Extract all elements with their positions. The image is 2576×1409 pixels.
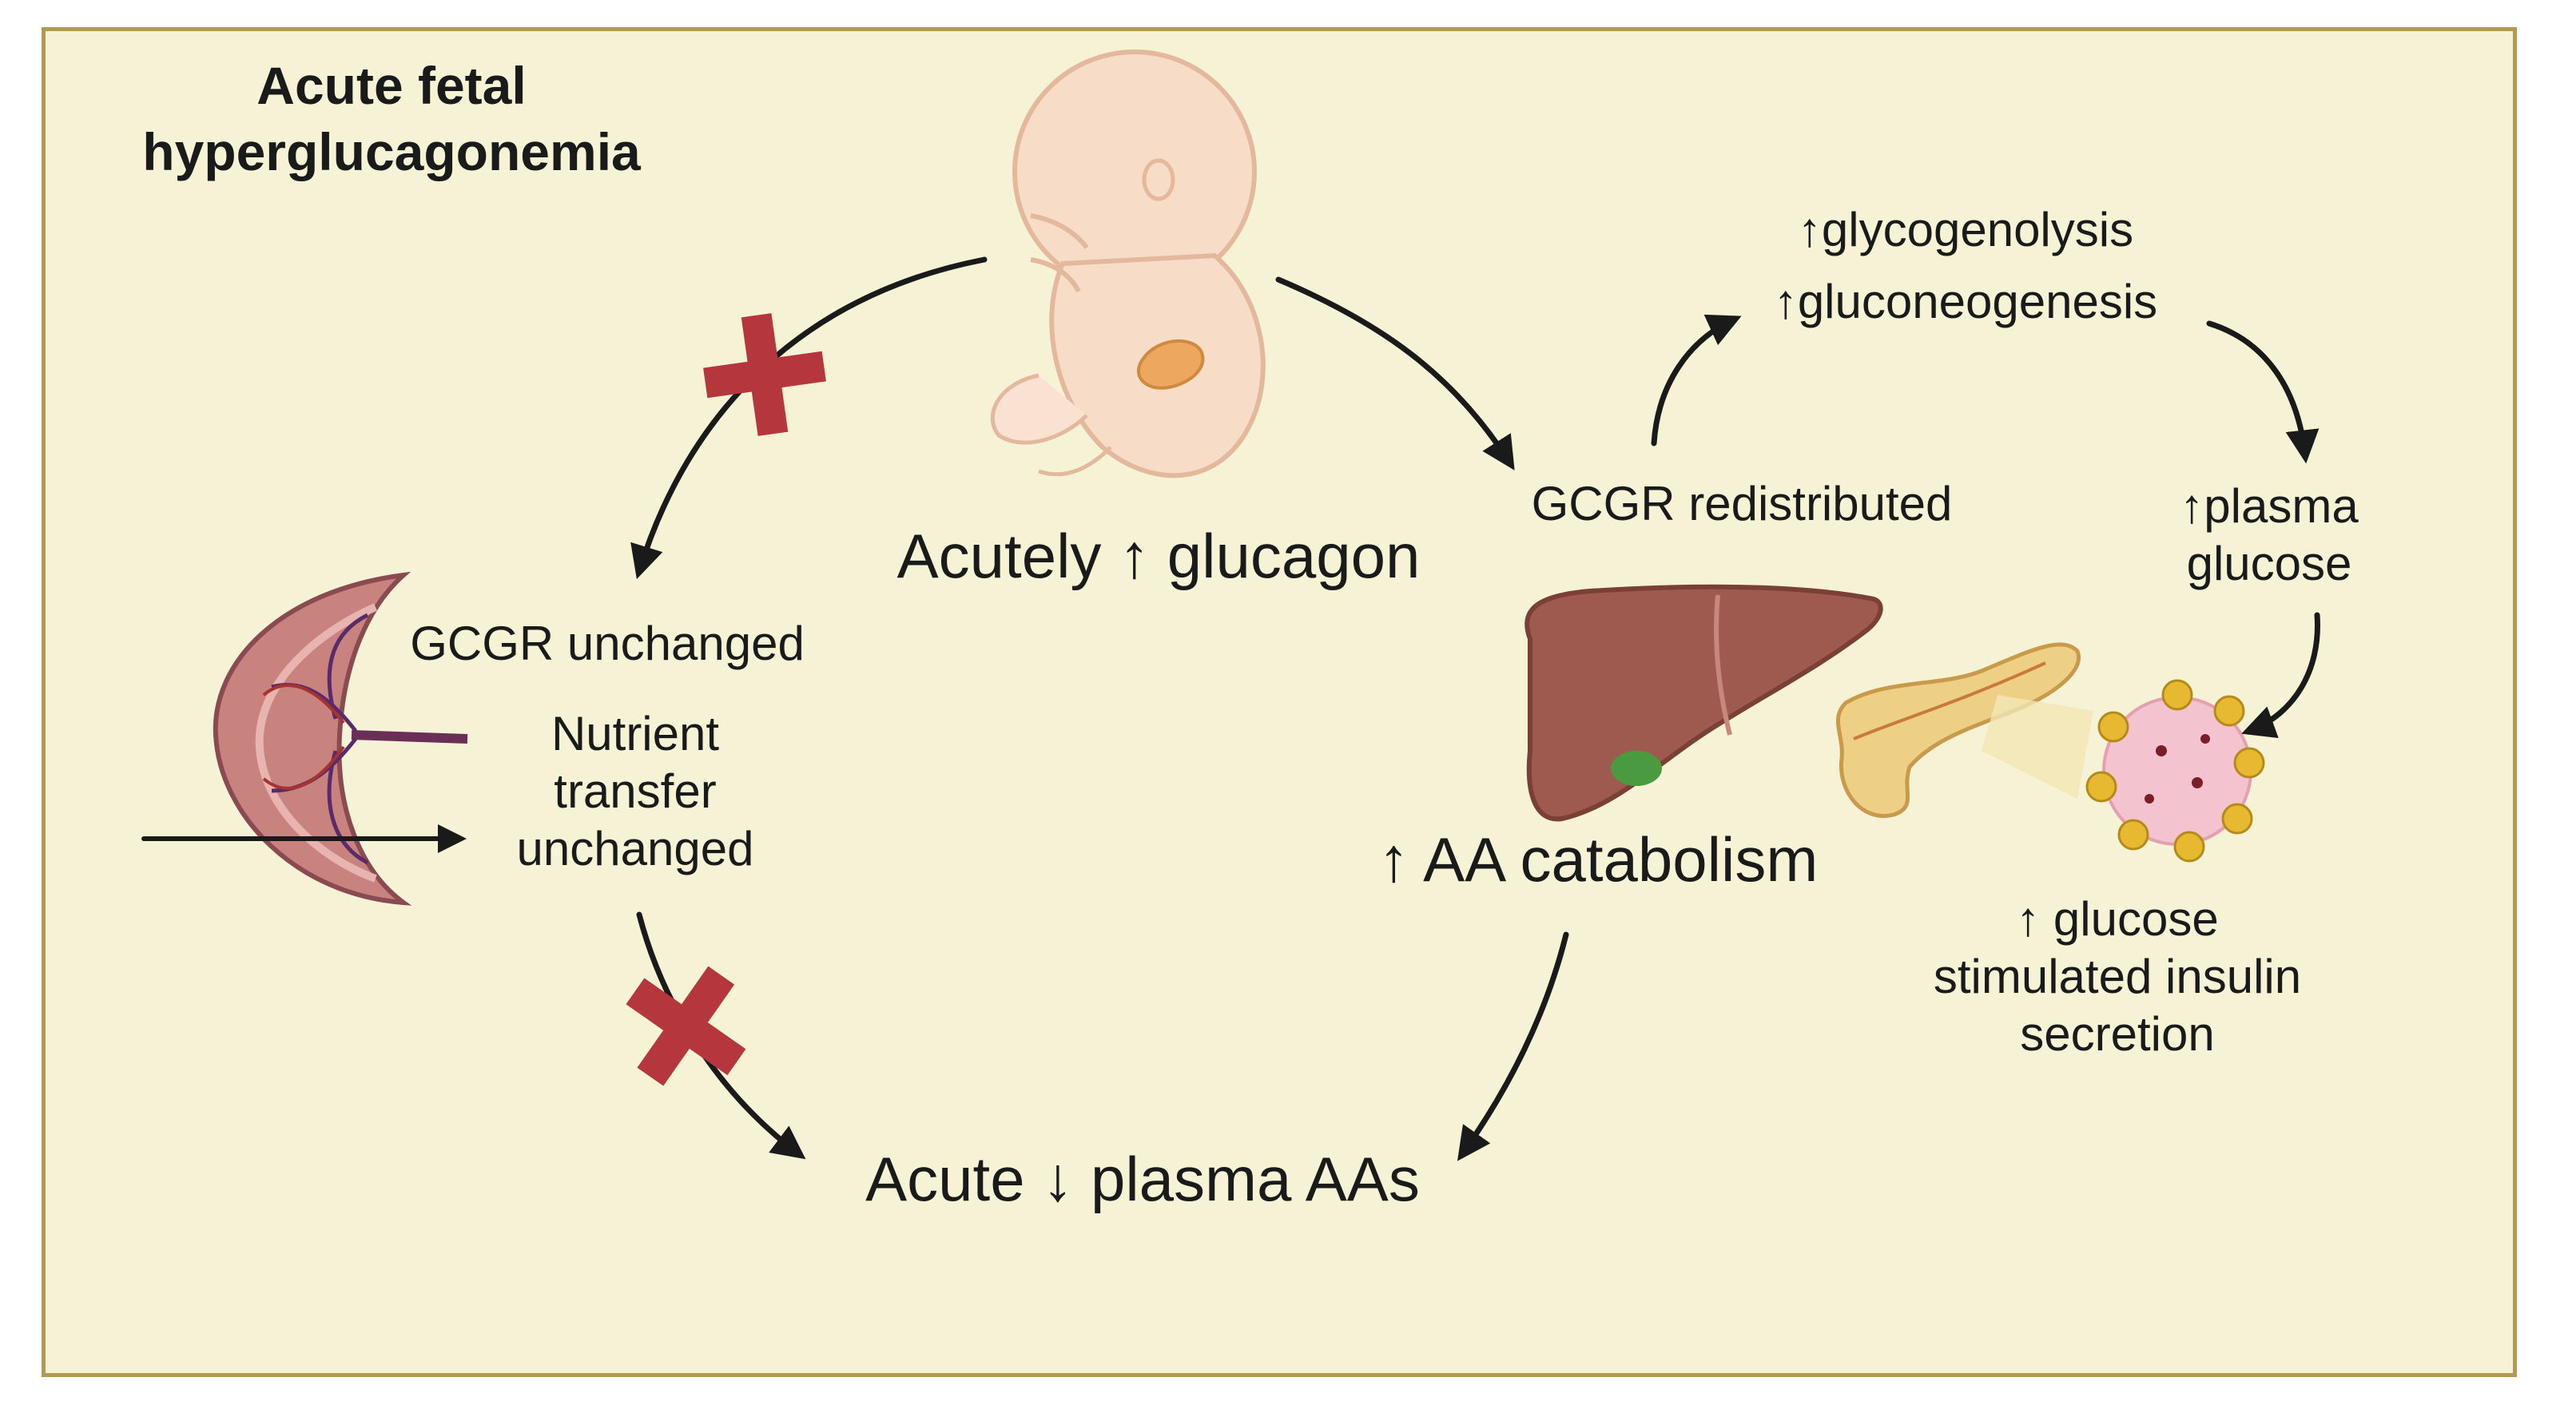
nutrient-line-1: Nutrient bbox=[551, 707, 720, 760]
fetus-glucagon-label: Acutely ↑ glucagon bbox=[879, 519, 1438, 594]
nutrient-transfer-label: Nutrient transfer unchanged bbox=[479, 705, 791, 878]
arrow-catabolism-to-aa bbox=[1457, 931, 1569, 1161]
diagram-panel bbox=[42, 27, 2517, 1377]
glycogenolysis-text: glycogenolysis bbox=[1821, 203, 2134, 256]
up-arrow-icon: ↑ bbox=[1377, 824, 1409, 895]
plasma-glucose-label: ↑plasma glucose bbox=[2141, 478, 2397, 593]
placenta-gcgr-label: GCGR unchanged bbox=[410, 617, 805, 670]
fetus-label-text: glucagon bbox=[1167, 521, 1421, 591]
placenta-illustration bbox=[213, 571, 468, 906]
nutrient-line-2: transfer bbox=[554, 764, 717, 818]
gsis-line-3: secretion bbox=[2020, 1007, 2215, 1061]
arrow-liver-to-gluconeogenesis bbox=[1651, 314, 1742, 447]
aa-catabolism-text: AA catabolism bbox=[1423, 824, 1819, 895]
aa-catabolism-label: ↑ AA catabolism bbox=[1326, 823, 1870, 898]
pancreas-illustration bbox=[1835, 642, 2093, 818]
diagram-title: Acute fetal hyperglucagonemia bbox=[136, 53, 647, 185]
up-arrow-icon: ↑ bbox=[1773, 275, 1798, 328]
plasma-glucose-line-1: plasma bbox=[2204, 479, 2359, 533]
nutrient-line-3: unchanged bbox=[516, 822, 754, 875]
title-line-1: Acute fetal bbox=[256, 56, 527, 115]
blocked-x-icon bbox=[703, 313, 826, 436]
plasma-aa-label: Acute ↓ plasma AAs bbox=[847, 1142, 1438, 1217]
gluconeogenesis-text: gluconeogenesis bbox=[1797, 275, 2158, 328]
islet-illustration bbox=[2085, 679, 2265, 863]
blocked-x-icon bbox=[626, 966, 746, 1086]
arrow-glucose-to-islet bbox=[2241, 612, 2320, 738]
plasma-aa-text: plasma AAs bbox=[1090, 1144, 1420, 1214]
up-arrow-icon: ↑ bbox=[2180, 479, 2204, 533]
gsis-line-1: glucose bbox=[2053, 892, 2219, 946]
fetus-label-prefix: Acutely bbox=[896, 521, 1102, 591]
plasma-glucose-line-2: glucose bbox=[2186, 537, 2352, 590]
gsis-line-2: stimulated insulin bbox=[1933, 950, 2302, 1003]
gluconeogenesis-label: ↑gluconeogenesis bbox=[1734, 273, 2197, 331]
gsis-label: ↑ glucose stimulated insulin secretion bbox=[1878, 891, 2357, 1063]
liver-illustration bbox=[1525, 584, 1883, 822]
up-arrow-icon: ↑ bbox=[1797, 203, 1822, 256]
glycogenolysis-label: ↑glycogenolysis bbox=[1758, 201, 2173, 259]
arrow-to-plasma-glucose bbox=[2206, 320, 2320, 464]
fetus-illustration bbox=[990, 50, 1266, 478]
down-arrow-icon: ↓ bbox=[1042, 1144, 1074, 1214]
arrow-fetus-to-liver bbox=[1275, 276, 1515, 470]
up-arrow-icon: ↑ bbox=[1119, 521, 1151, 591]
up-arrow-icon: ↑ bbox=[2016, 892, 2041, 946]
title-line-2: hyperglucagonemia bbox=[142, 121, 641, 181]
liver-gcgr-label: GCGR redistributed bbox=[1531, 477, 1953, 530]
plasma-aa-prefix: Acute bbox=[865, 1144, 1025, 1214]
